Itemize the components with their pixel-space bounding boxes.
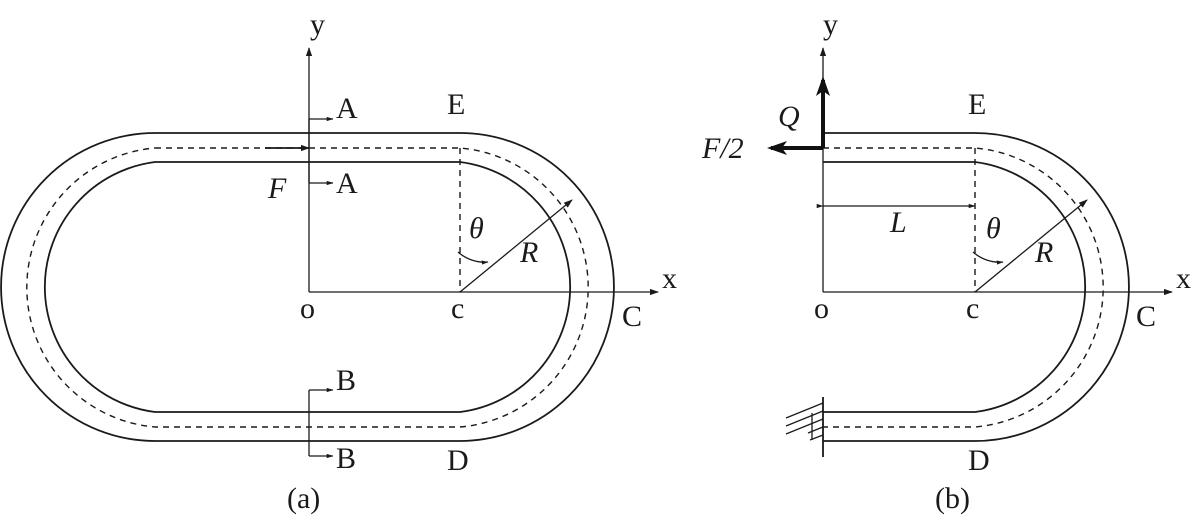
label-e: E xyxy=(447,88,465,121)
panel-a: y x o c A A B B E D C F θ R (a) xyxy=(0,8,677,515)
half-ring-centerline xyxy=(823,147,1104,428)
half-ring-inner-boundary xyxy=(823,161,1086,413)
theta-arc-b xyxy=(972,251,1004,265)
label-c-point: C xyxy=(622,300,642,333)
panel-b: y x o c E D C Q F/2 L θ R (b) xyxy=(701,8,1191,515)
theta-arc xyxy=(457,251,489,265)
label-l: L xyxy=(889,206,907,239)
label-theta: θ xyxy=(469,212,484,245)
label-b-bottom: B xyxy=(336,442,356,475)
caption-a: (a) xyxy=(287,482,320,515)
label-f-half: F/2 xyxy=(701,132,744,165)
ring-outer-boundary xyxy=(0,132,615,442)
radius-line-b xyxy=(974,199,1088,293)
label-a-top: A xyxy=(336,92,358,125)
label-e-b: E xyxy=(968,88,986,121)
label-r-b: R xyxy=(1034,236,1053,269)
label-x-b: x xyxy=(1176,262,1191,295)
label-center: c xyxy=(451,292,464,325)
label-b-top: B xyxy=(336,364,356,397)
label-r: R xyxy=(519,236,538,269)
label-center-b: c xyxy=(966,292,979,325)
ring-centerline xyxy=(26,147,589,428)
label-y: y xyxy=(310,8,325,41)
fixed-support-hatch xyxy=(785,402,824,441)
label-c-point-b: C xyxy=(1136,300,1156,333)
label-theta-b: θ xyxy=(986,212,1001,245)
label-origin-b: o xyxy=(814,292,829,325)
ring-inner-boundary xyxy=(44,161,571,413)
caption-b: (b) xyxy=(935,482,970,515)
label-a-bottom: A xyxy=(336,167,358,200)
label-x: x xyxy=(662,262,677,295)
label-origin: o xyxy=(300,292,315,325)
radius-line xyxy=(459,199,573,293)
label-y-b: y xyxy=(823,8,838,41)
label-q: Q xyxy=(778,100,800,133)
label-d: D xyxy=(447,444,469,477)
label-f: F xyxy=(267,172,287,205)
label-d-b: D xyxy=(968,444,990,477)
half-ring-outer-boundary xyxy=(823,132,1130,442)
